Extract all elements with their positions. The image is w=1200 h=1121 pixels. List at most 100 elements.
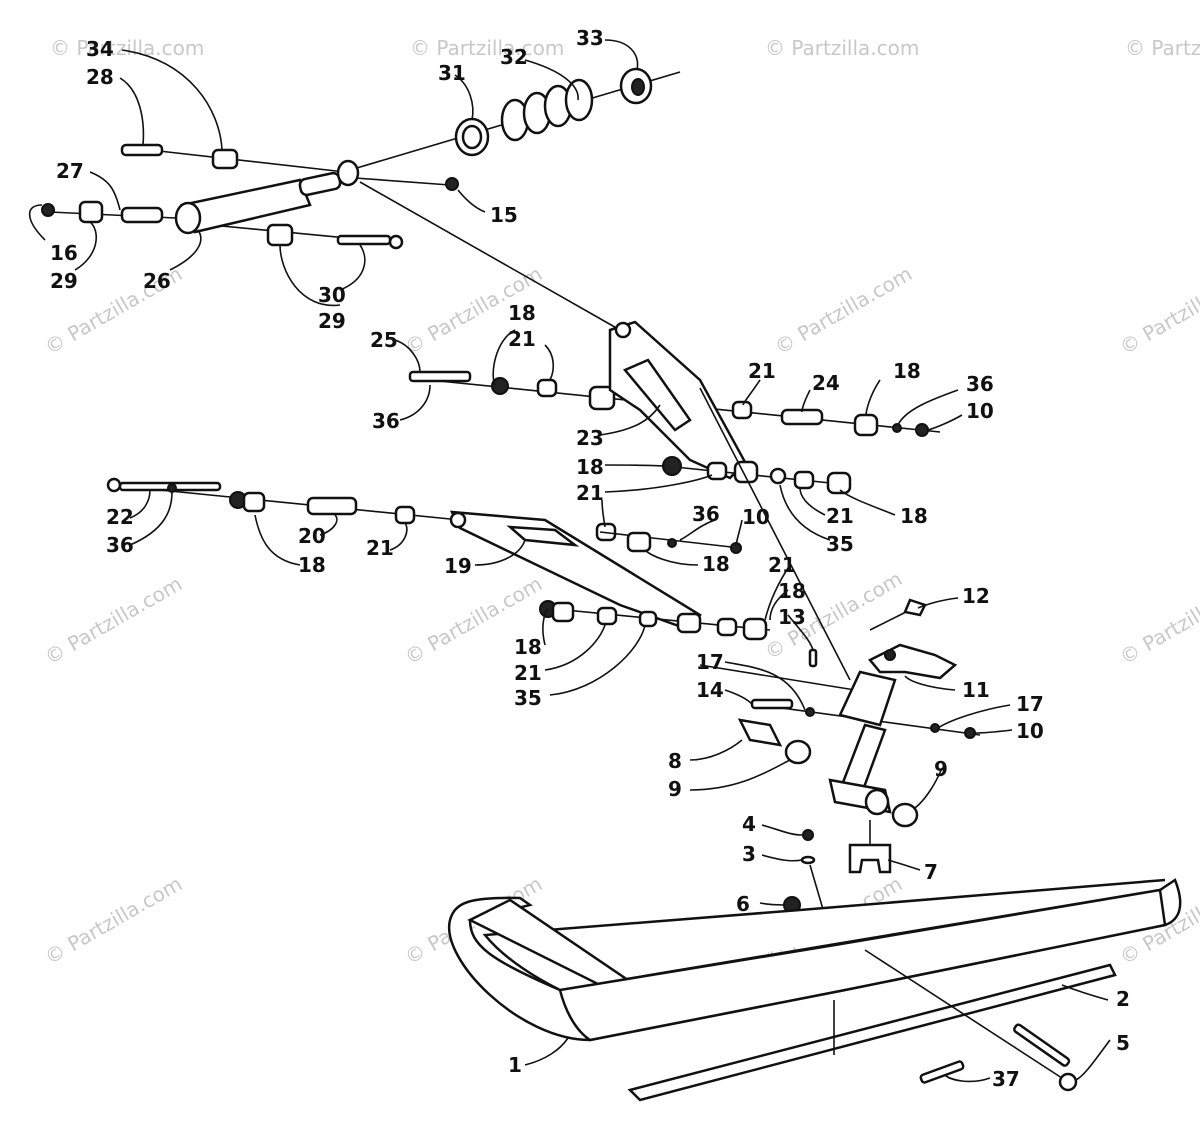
callout-17: 17 [696, 650, 724, 674]
callout-4: 4 [742, 812, 756, 836]
watermarks: © Partzilla.com © Partzilla.com © Partzi… [41, 36, 1200, 969]
upper-arm-to-spindle-line [699, 387, 851, 681]
bushing-9-left [784, 739, 812, 765]
callout-36: 36 [692, 502, 720, 526]
callout-16: 16 [50, 241, 78, 265]
nut-10-upper [915, 423, 929, 437]
callout-11: 11 [962, 678, 990, 702]
sleeve-27 [120, 206, 164, 224]
bolt-lower-shock [336, 234, 392, 246]
washer-21-upper [536, 378, 558, 398]
watermark: © Partzilla.com [41, 871, 187, 969]
callout-14: 14 [696, 678, 724, 702]
callout-21: 21 [576, 481, 604, 505]
washer-35-mid [769, 467, 787, 485]
bolt-14 [750, 698, 794, 710]
callout-36: 36 [106, 533, 134, 557]
washer-21-left [394, 505, 416, 525]
washer-17-left [805, 707, 815, 717]
callout-29: 29 [50, 269, 78, 293]
washer-36-right [892, 423, 902, 433]
callout-18: 18 [702, 552, 730, 576]
callout-18: 18 [778, 579, 806, 603]
sleeve-24 [780, 408, 824, 426]
nut-10-spindle [964, 727, 976, 739]
shock-rod [298, 171, 342, 197]
callout-35: 35 [514, 686, 542, 710]
watermark: © Partzilla.com [41, 571, 187, 669]
bushing-30 [266, 223, 294, 247]
callout-32: 32 [500, 45, 528, 69]
nut-18-mid [662, 456, 682, 476]
ski-group [447, 878, 1182, 1102]
callout-9: 9 [668, 777, 682, 801]
spindle-top-plate [868, 643, 958, 680]
nut-15 [445, 177, 459, 191]
watermark: © Partzilla.com [1116, 571, 1200, 669]
spindle-top-hole [884, 649, 896, 661]
callout-21: 21 [748, 359, 776, 383]
bolt-5 [1013, 1023, 1071, 1067]
callout-15: 15 [490, 203, 518, 227]
bushing-29 [78, 200, 104, 224]
spindle-foot-eye [864, 788, 890, 816]
callout-35: 35 [826, 532, 854, 556]
callout-36: 36 [372, 409, 400, 433]
bushing-upper-arm [588, 385, 616, 411]
lower-arm-pivot [449, 511, 467, 529]
callout-36: 36 [966, 372, 994, 396]
callout-22: 22 [106, 505, 134, 529]
upper-arm-pivot [614, 321, 632, 339]
callout-37: 37 [992, 1067, 1020, 1091]
bushing-18-lower-right [742, 617, 768, 641]
bolt-37 [919, 1060, 965, 1084]
saddle-7 [848, 843, 892, 874]
spring-seat-31-inner [461, 124, 483, 150]
spring-32 [500, 78, 594, 142]
callout-31: 31 [438, 61, 466, 85]
washer-35-lower [638, 610, 658, 628]
bushing-9-right [891, 802, 919, 828]
washer-21-mid-right [793, 470, 815, 490]
callout-21: 21 [826, 504, 854, 528]
callout-27: 27 [56, 159, 84, 183]
callout-18: 18 [514, 635, 542, 659]
callout-19: 19 [444, 554, 472, 578]
callout-29: 29 [318, 309, 346, 333]
nut-18-upper [491, 377, 509, 395]
leader-lines [28, 39, 1111, 1083]
watermark: © Partzilla.com [410, 36, 564, 60]
callout-18: 18 [298, 553, 326, 577]
washer-21-lower [596, 606, 618, 626]
shock-body [180, 178, 312, 234]
callout-5: 5 [1116, 1031, 1130, 1055]
upper-arm-cutout [622, 358, 692, 432]
callout-30: 30 [318, 283, 346, 307]
spindle-shaft [840, 723, 887, 792]
callout-34: 34 [86, 37, 114, 61]
washer-21-lower-right [716, 617, 738, 637]
skag-2 [627, 963, 1117, 1102]
washer-36-left [167, 483, 177, 493]
callout-6: 6 [736, 892, 750, 916]
callout-28: 28 [86, 65, 114, 89]
shock-to-arm-line [359, 181, 621, 331]
callout-21: 21 [366, 536, 394, 560]
washer-3 [800, 855, 816, 865]
grease-fitting-12 [903, 598, 927, 617]
watermark: © Partzilla.com [1125, 36, 1200, 60]
bolt-13 [808, 648, 818, 668]
bushing-18-right [853, 413, 879, 437]
callout-3: 3 [742, 842, 756, 866]
callout-21: 21 [514, 661, 542, 685]
callout-23: 23 [576, 426, 604, 450]
nut-16 [41, 203, 55, 217]
callout-17: 17 [1016, 692, 1044, 716]
bolt-22-head [106, 477, 122, 493]
callout-labels: 34 28 32 33 31 27 15 16 29 26 30 29 25 1… [50, 26, 1130, 1091]
callout-2: 2 [1116, 987, 1130, 1011]
callout-21: 21 [768, 553, 796, 577]
callout-26: 26 [143, 269, 171, 293]
bushing-18-lower [551, 601, 575, 623]
ski-top-edge [482, 878, 1166, 992]
